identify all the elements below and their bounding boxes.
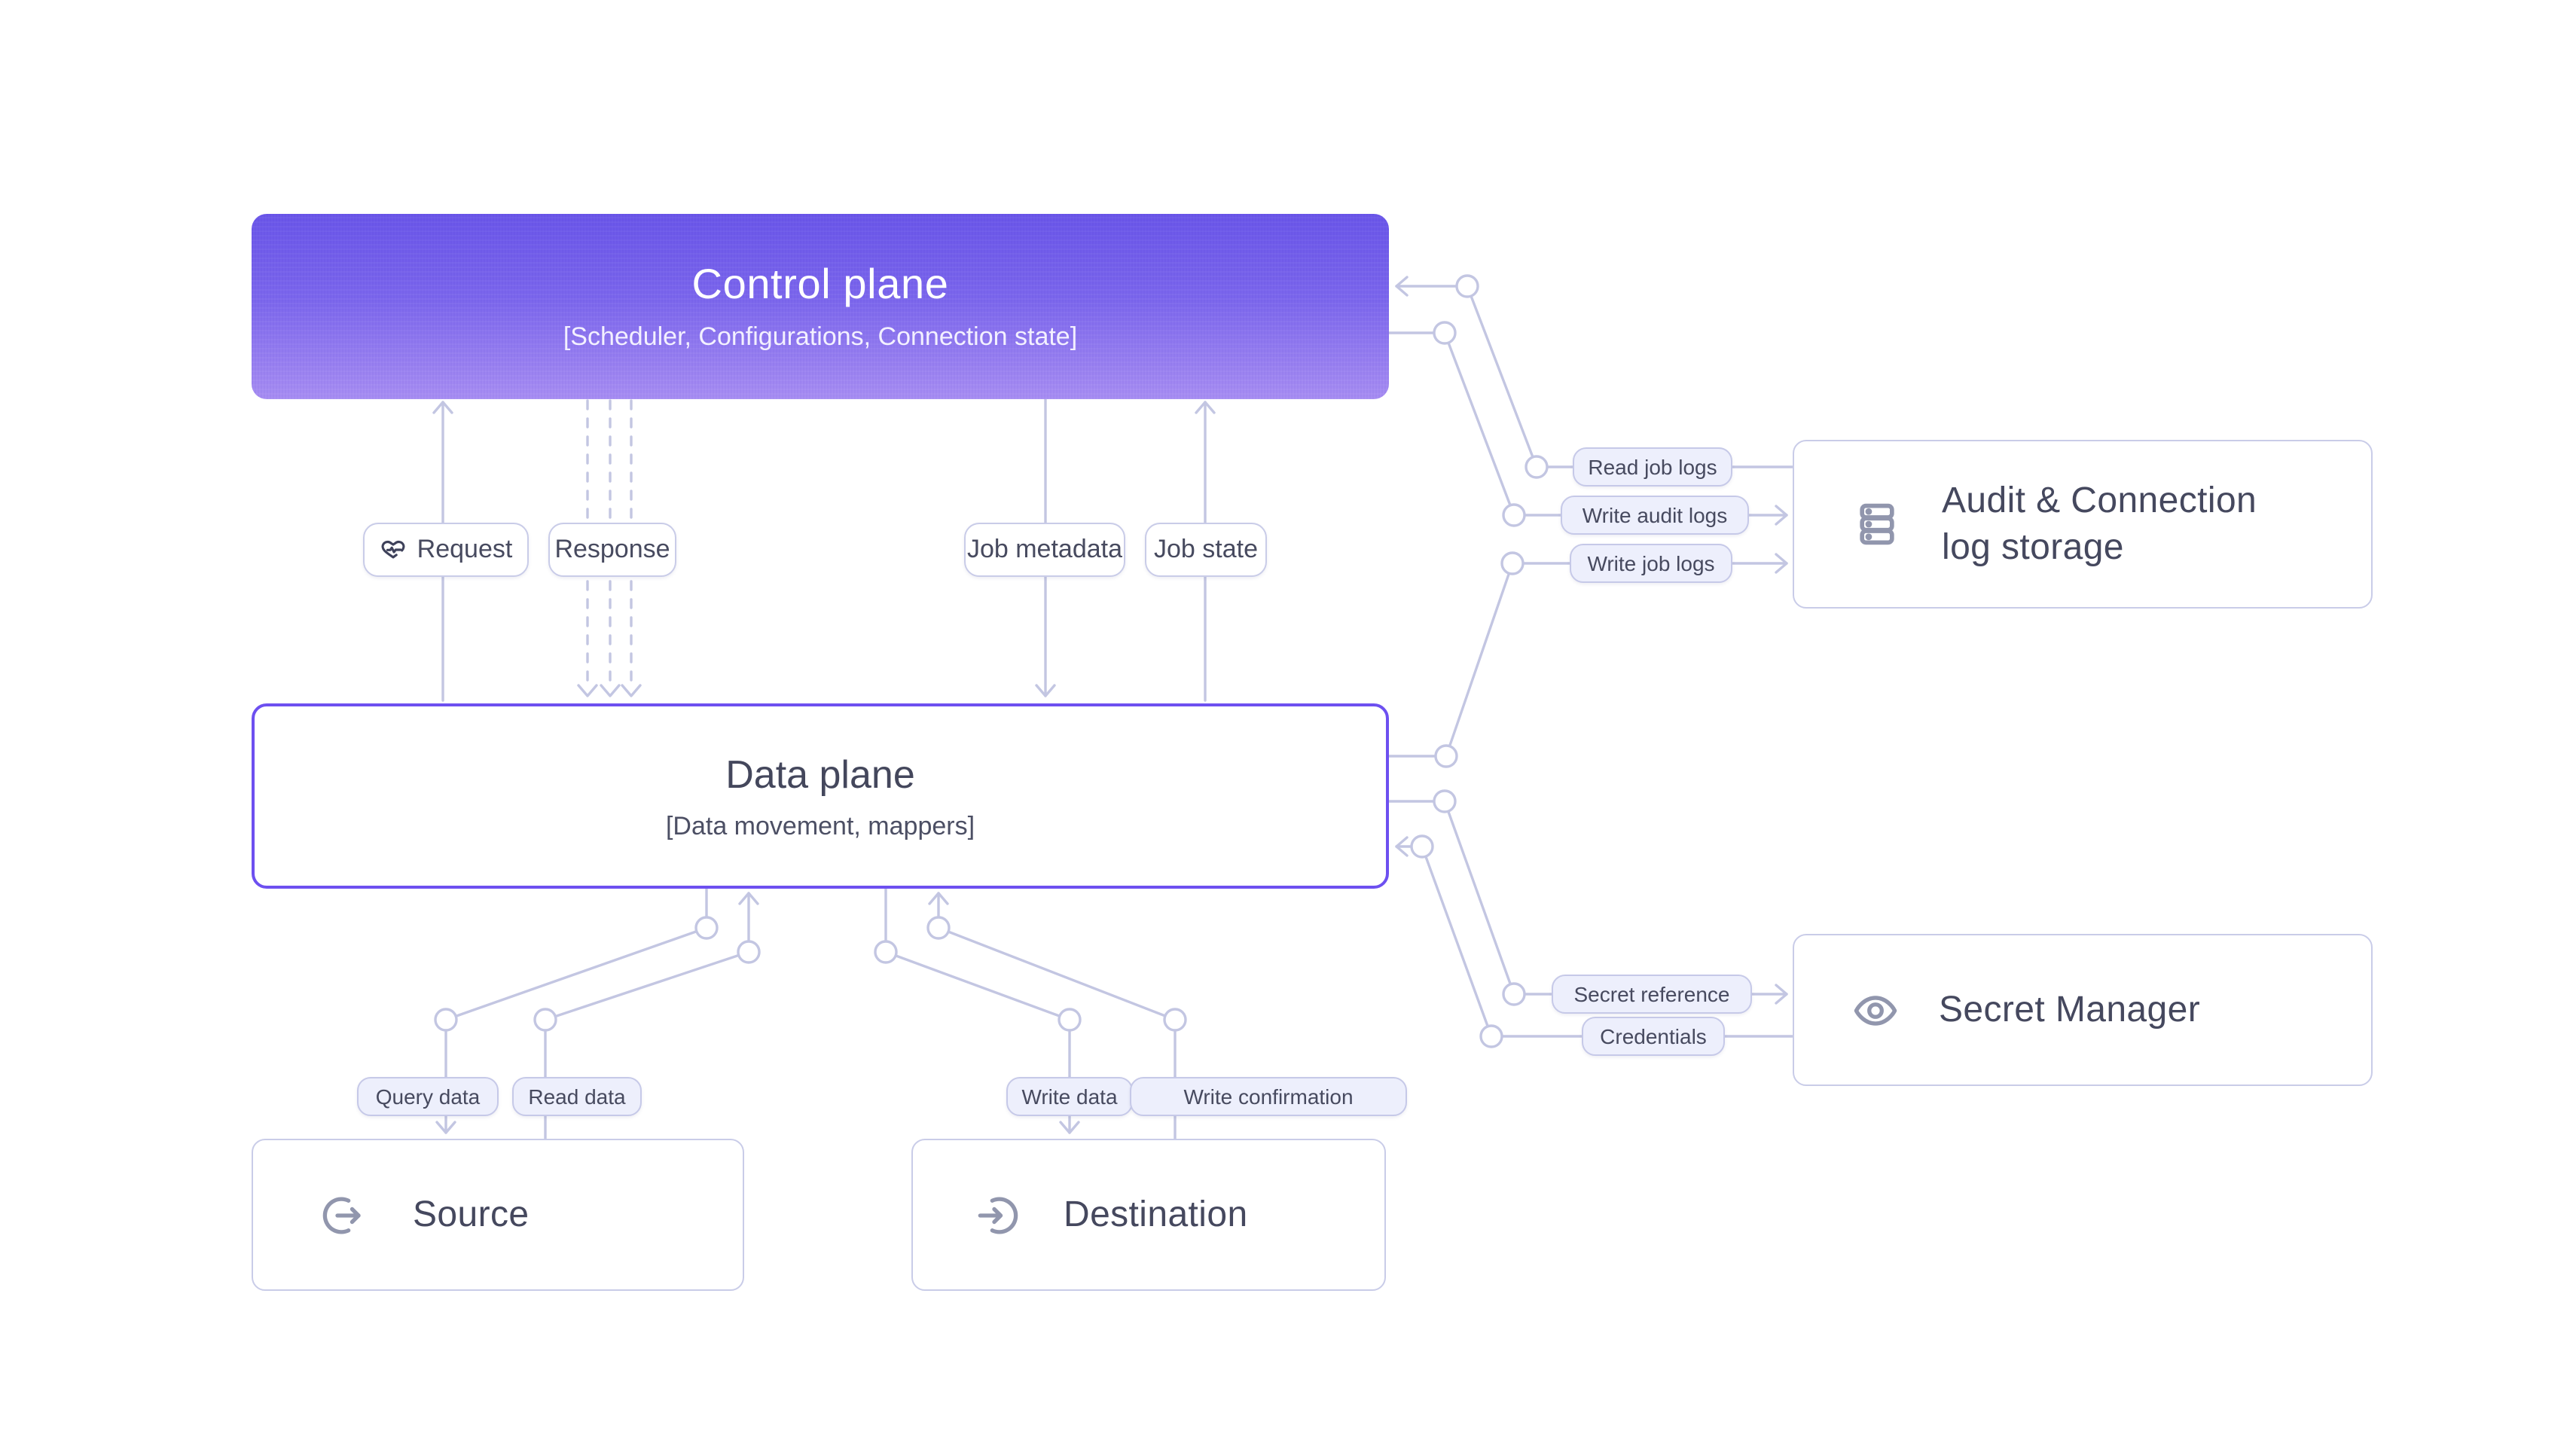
junction-node (434, 1008, 458, 1032)
junction-node (1500, 551, 1525, 575)
response-label-text: Response (554, 535, 670, 563)
request-label: Request (363, 523, 529, 577)
control-plane-box: Control plane [Scheduler, Configurations… (252, 214, 1389, 399)
junction-nodes (434, 274, 1549, 1048)
secret-reference-label: Secret reference (1552, 975, 1752, 1014)
data-plane-subtitle: [Data movement, mappers] (665, 811, 975, 840)
junction-node (1502, 982, 1526, 1006)
junction-node (1455, 274, 1479, 298)
job-state-label: Job state (1145, 523, 1267, 577)
junction-node (1433, 789, 1457, 813)
edge-read-job-logs (1395, 276, 1794, 468)
eye-icon (1851, 986, 1900, 1034)
data-plane-title: Data plane (725, 751, 915, 796)
job-metadata-label-text: Job metadata (966, 535, 1122, 563)
edge-secret-reference (1387, 800, 1788, 1005)
junction-node (1058, 1008, 1082, 1032)
control-plane-subtitle: [Scheduler, Configurations, Connection s… (563, 322, 1078, 351)
secret-manager-box: Secret Manager (1793, 934, 2373, 1086)
junction-node (1410, 834, 1434, 859)
response-label: Response (548, 523, 676, 577)
junction-node (1433, 321, 1457, 345)
junction-node (533, 1008, 557, 1032)
junction-node (737, 940, 761, 964)
write-audit-logs-label: Write audit logs (1561, 496, 1749, 535)
credentials-label: Credentials (1582, 1017, 1725, 1056)
read-data-label: Read data (512, 1077, 642, 1116)
write-confirmation-label: Write confirmation (1130, 1077, 1407, 1116)
query-data-label: Query data (357, 1077, 499, 1116)
junction-node (1163, 1008, 1187, 1032)
database-icon (1851, 499, 1903, 550)
write-data-label-text: Write data (1021, 1084, 1118, 1109)
audit-log-storage-box: Audit & Connection log storage (1793, 440, 2373, 609)
secret-reference-label-text: Secret reference (1573, 982, 1730, 1006)
write-data-label: Write data (1006, 1077, 1133, 1116)
control-plane-title: Control plane (691, 261, 949, 307)
write-job-logs-label-text: Write job logs (1587, 551, 1715, 575)
junction-node (926, 916, 951, 940)
source-title: Source (413, 1194, 530, 1235)
request-label-text: Request (417, 535, 513, 563)
read-job-logs-label: Read job logs (1573, 447, 1732, 487)
junction-node (1525, 455, 1549, 479)
data-plane-box: Data plane [Data movement, mappers] (252, 703, 1389, 889)
credentials-label-text: Credentials (1600, 1024, 1707, 1048)
edge-write-job-logs (1387, 553, 1788, 758)
junction-node (694, 916, 719, 940)
job-metadata-label: Job metadata (964, 523, 1125, 577)
source-box: Source (252, 1139, 744, 1291)
job-state-label-text: Job state (1154, 535, 1258, 563)
write-confirmation-label-text: Write confirmation (1183, 1084, 1354, 1109)
audit-log-storage-title: Audit & Connection log storage (1942, 480, 2257, 568)
write-job-logs-label: Write job logs (1570, 544, 1732, 583)
junction-node (1434, 744, 1458, 768)
junction-node (874, 940, 898, 964)
junction-node (1479, 1024, 1503, 1048)
destination-title: Destination (1064, 1194, 1248, 1235)
login-arrow-icon (973, 1191, 1021, 1239)
heartbeat-icon (380, 536, 407, 563)
read-data-label-text: Read data (528, 1084, 626, 1109)
write-audit-logs-label-text: Write audit logs (1582, 503, 1728, 527)
read-job-logs-label-text: Read job logs (1588, 455, 1717, 479)
destination-box: Destination (911, 1139, 1386, 1291)
junction-node (1502, 503, 1526, 527)
secret-manager-title: Secret Manager (1939, 989, 2201, 1030)
logout-arrow-icon (319, 1191, 368, 1239)
query-data-label-text: Query data (375, 1084, 481, 1109)
